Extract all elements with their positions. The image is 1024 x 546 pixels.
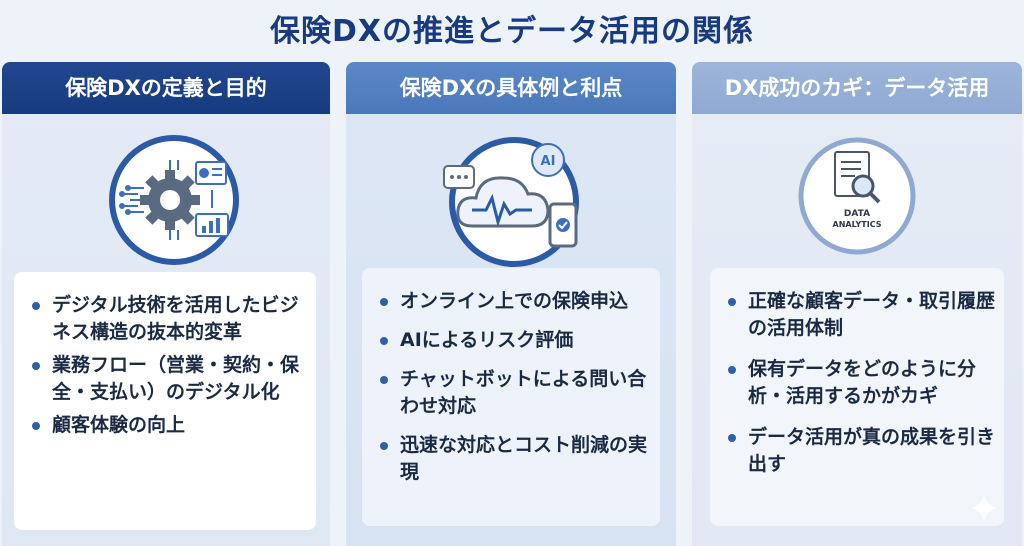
- column-data-utilization: DX成功のカギ：データ活用 DATA ANALYTICS 正確な顧客データ・取引…: [692, 62, 1022, 546]
- list-item: チャットボットによる問い合わせ対応: [378, 366, 652, 420]
- column-heading: DX成功のカギ：データ活用: [692, 62, 1022, 114]
- column-dx-examples: 保険DXの具体例と利点 AI オンライン上での保険申込 AIによるリスク評価 チ…: [346, 62, 676, 546]
- ai-label: AI: [541, 154, 556, 169]
- cloud-ai-icon: AI: [442, 130, 582, 270]
- sparkle-icon: [970, 494, 998, 522]
- list-item: AIによるリスク評価: [378, 327, 652, 354]
- list-item: データ活用が真の成果を引き出す: [726, 424, 996, 478]
- column-heading: 保険DXの定義と目的: [2, 62, 330, 114]
- list-item: 業務フロー（営業・契約・保全・支払い）のデジタル化: [30, 352, 308, 406]
- bullet-card: オンライン上での保険申込 AIによるリスク評価 チャットボットによる問い合わせ対…: [362, 268, 660, 526]
- list-item: 迅速な対応とコスト削減の実現: [378, 432, 652, 486]
- bullet-card: 正確な顧客データ・取引履歴の活用体制 保有データをどのように分析・活用するかがカ…: [710, 268, 1004, 526]
- page-title: 保険DXの推進とデータ活用の関係: [269, 14, 755, 49]
- data-analytics-icon: DATA ANALYTICS: [797, 130, 937, 270]
- bullet-card: デジタル技術を活用したビジネス構造の抜本的変革 業務フロー（営業・契約・保全・支…: [14, 272, 316, 530]
- list-item: オンライン上での保険申込: [378, 288, 652, 315]
- list-item: 保有データをどのように分析・活用するかがカギ: [726, 356, 996, 410]
- gear-circuit-icon: [104, 130, 244, 270]
- data-label: DATA: [844, 209, 870, 219]
- column-dx-definition: 保険DXの定義と目的: [2, 62, 330, 546]
- list-item: デジタル技術を活用したビジネス構造の抜本的変革: [30, 292, 308, 346]
- analytics-label: ANALYTICS: [833, 220, 882, 229]
- list-item: 正確な顧客データ・取引履歴の活用体制: [726, 288, 996, 342]
- column-heading: 保険DXの具体例と利点: [346, 62, 676, 114]
- list-item: 顧客体験の向上: [30, 412, 308, 439]
